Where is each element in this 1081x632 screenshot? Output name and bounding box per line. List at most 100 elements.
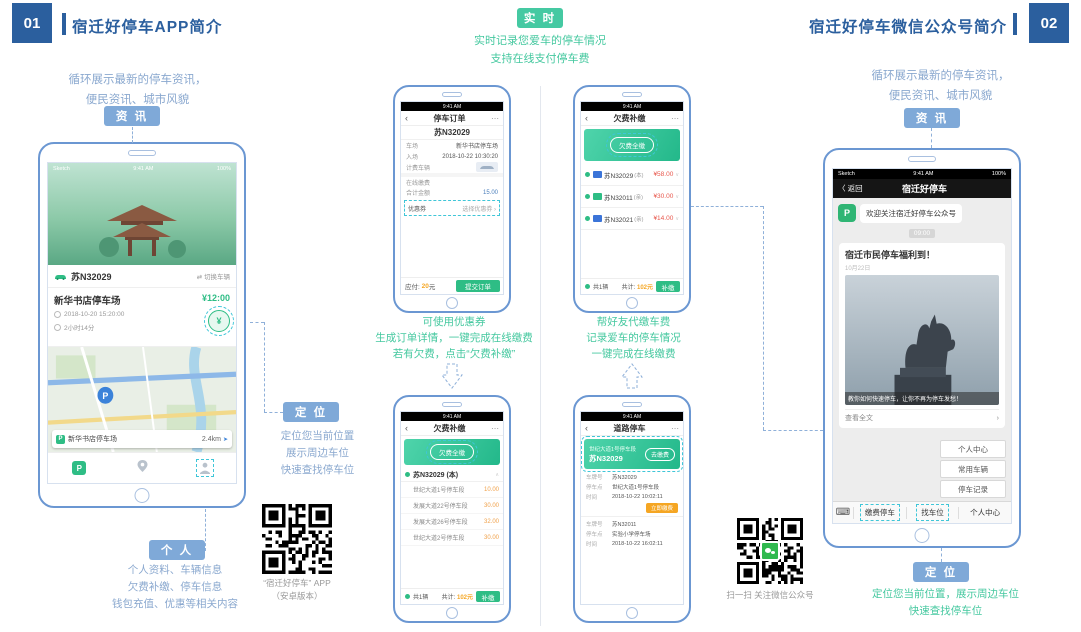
locate-line2: 快速查找停车位 <box>908 605 983 617</box>
vehicle-group-row[interactable]: 苏N32029 (本) ∧ <box>401 468 503 482</box>
left-profile-description: 个人资料、车辆信息 欠费补缴、停车信息 钱包充值、优惠等相关内容 <box>85 562 265 613</box>
arrears-banner: 欠费全缴 <box>584 129 680 161</box>
record-label: 车牌号 <box>586 522 603 528</box>
keyboard-icon[interactable]: ⌨ <box>835 507 851 518</box>
map-area[interactable]: P P 新华书店停车场 2.4km ➤ <box>48 345 236 454</box>
status-bar: 9:41 AM <box>581 102 683 111</box>
pay-arrears-button[interactable]: 补缴 <box>656 281 680 292</box>
nav-profile-tab[interactable] <box>173 453 236 483</box>
bar-pay-parking[interactable]: 缴费停车 <box>854 504 906 521</box>
select-all-icon[interactable] <box>585 284 590 289</box>
item-tag: (亲) <box>633 194 643 201</box>
arrears-footer: 共1辆 共计: 102元 补缴 <box>401 588 503 604</box>
switch-vehicle-button[interactable]: ⇄ 切换车辆 <box>197 271 230 281</box>
select-all-icon[interactable] <box>405 594 410 599</box>
carrier-label: Sketch <box>53 165 70 172</box>
phone-home-button <box>134 488 150 503</box>
pay-all-arrears-button[interactable]: 欠费全缴 <box>426 440 478 464</box>
current-parking-card: 世纪大道1号停车段 苏N32029 去缴费 <box>581 436 683 472</box>
submit-order-button[interactable]: 提交订单 <box>456 280 500 292</box>
message-time: 09:00 <box>908 229 936 238</box>
pay-now-button[interactable]: 立即缴费 <box>645 503 678 513</box>
more-icon[interactable]: ⋯ <box>491 113 499 123</box>
nav-parking-tab[interactable]: P <box>48 453 111 483</box>
item-amount: ¥14.00 <box>653 215 674 222</box>
more-icon[interactable]: ⋯ <box>671 423 679 433</box>
right-info-description: 循环展示最新的停车资讯， 便民资讯、城市风貌 <box>858 66 1023 106</box>
status-bar: Sketch 9:41 AM 100% <box>833 169 1011 179</box>
section-number-01: 01 <box>12 3 52 43</box>
back-icon[interactable]: ‹ <box>405 113 408 123</box>
record-value: 2018-10-22 16:02:11 <box>612 541 663 547</box>
article-date: 10月22日 <box>845 266 871 272</box>
qr-caption-line2: （安卓版本） <box>271 591 323 601</box>
vehicle-count: 共1辆 <box>413 595 429 601</box>
swap-icon: ⇄ <box>196 274 204 281</box>
item-amount: ¥58.00 <box>653 171 674 178</box>
column-divider <box>540 86 541 626</box>
menu-item-records[interactable]: 停车记录 <box>940 480 1006 498</box>
quick-pay-icon[interactable]: ¥ <box>204 306 234 336</box>
feature-line2: 生成订单详情，一键完成在线缴费 <box>375 332 533 344</box>
back-icon[interactable]: ‹ <box>585 423 588 433</box>
back-icon[interactable]: ‹ <box>585 113 588 123</box>
pay-all-arrears-button[interactable]: 欠费全缴 <box>606 133 658 157</box>
duration-row: 2小时14分 <box>54 322 206 332</box>
pay-arrears-button[interactable]: 补缴 <box>476 591 500 602</box>
row-value: 新华书店停车场 <box>455 144 498 150</box>
arrears-item[interactable]: 苏N32011 (亲) ¥30.00∨ <box>581 186 683 208</box>
svg-text:P: P <box>102 391 108 401</box>
app-home-screen: Sketch 9:41 AM 100% 苏N32029 ⇄ 切换车辆 <box>47 162 237 484</box>
pay-label: 应付: <box>405 284 420 291</box>
phone-speaker <box>442 92 462 97</box>
status-bar: 9:41 AM <box>401 412 503 421</box>
record-amount: 10.00 <box>483 486 499 493</box>
record-value: 苏N32029 <box>612 475 637 481</box>
menu-item-vehicles[interactable]: 常用车辆 <box>940 460 1006 478</box>
bar-profile[interactable]: 个人中心 <box>970 508 1001 517</box>
more-icon[interactable]: ⋯ <box>671 113 679 123</box>
clock-label: 9:41 AM <box>133 165 154 172</box>
right-section-title: 宿迁好停车微信公众号简介 <box>808 19 1007 36</box>
row-value: 2018-10-22 10:30:20 <box>442 153 498 160</box>
arrears-item[interactable]: 苏N32029 (本) ¥58.00∨ <box>581 164 683 186</box>
coupon-label: 优惠券 <box>408 206 427 213</box>
badge-locate-left: 定 位 <box>283 402 339 422</box>
nav-locate-tab[interactable] <box>111 453 174 483</box>
back-icon[interactable]: ‹ <box>405 423 408 433</box>
dashed-connector <box>264 412 283 413</box>
coupon-row[interactable]: 优惠券 选择优惠券 › <box>404 200 500 216</box>
row-label: 入场 <box>406 155 419 161</box>
menu-item-profile[interactable]: 个人中心 <box>940 440 1006 458</box>
badge-locate-right: 定 位 <box>913 562 969 582</box>
more-icon[interactable]: ⋯ <box>491 423 499 433</box>
go-pay-button[interactable]: 去缴费 <box>644 447 675 461</box>
status-bar: 9:41 AM <box>401 102 503 111</box>
phone-home-button <box>626 297 638 309</box>
record-amount: 30.00 <box>483 534 499 541</box>
battery-label: 100% <box>991 171 1006 177</box>
arrears-footer: 共1辆 共计: 102元 补缴 <box>581 278 683 294</box>
arrears-title: 欠费补缴 <box>433 423 466 433</box>
friend-pay-description: 帮好友代缴车费 记录爱车的停车情况 一键完成在线缴费 <box>556 314 711 362</box>
arrears-item[interactable]: 苏N32021 (亲) ¥14.00∨ <box>581 208 683 230</box>
record-amount: 32.00 <box>483 518 499 525</box>
back-button[interactable]: 〈 返回 <box>838 184 863 193</box>
distance-label: 2.4km <box>201 435 221 443</box>
badge-info-right: 资 讯 <box>904 108 960 128</box>
order-row-lot: 车场 新华书店停车场 <box>401 140 503 151</box>
left-locate-description: 定位您当前位置 展示周边车位 快速查找停车位 <box>250 428 385 479</box>
welcome-message: P 欢迎关注宿迁好停车公众号 <box>838 204 1006 223</box>
parking-lot-name: 新华书店停车场 <box>54 296 121 307</box>
divider <box>581 516 683 517</box>
welcome-bubble: 欢迎关注宿迁好停车公众号 <box>860 204 962 223</box>
bar-find-spot[interactable]: 找车位 <box>907 504 959 521</box>
read-more-row[interactable]: 查看全文 › <box>845 409 999 423</box>
row-label: 车场 <box>406 144 419 150</box>
article-card[interactable]: 宿迁市民停车福利到！ 10月22日 教你如何快速停车，让你不再为停车发愁！ 查看… <box>839 243 1005 428</box>
nearby-lot-card[interactable]: P 新华书店停车场 2.4km ➤ <box>52 430 232 448</box>
